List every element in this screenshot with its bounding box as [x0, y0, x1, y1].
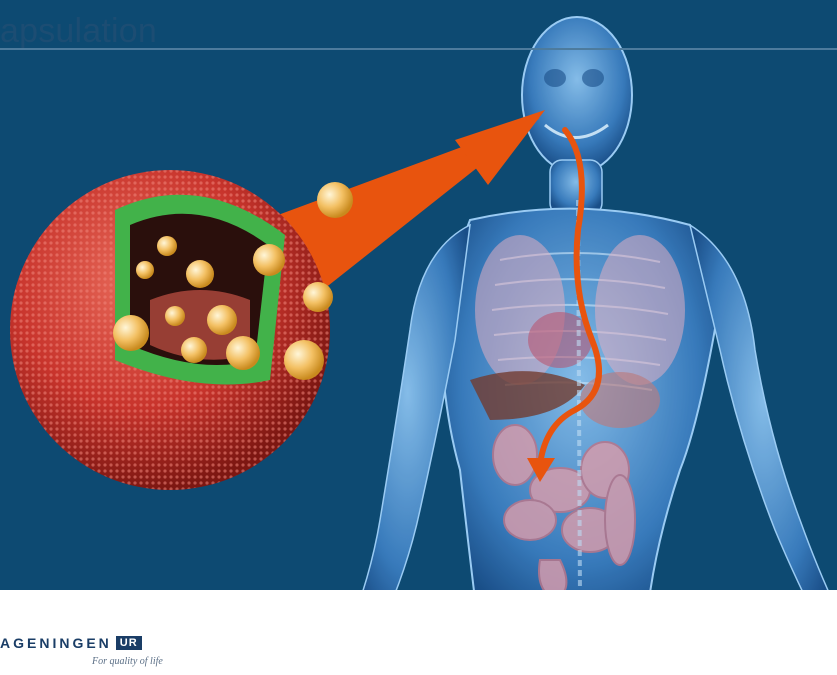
droplet — [113, 315, 149, 351]
droplet — [284, 340, 324, 380]
capsule-sphere — [10, 170, 330, 490]
droplet — [207, 305, 237, 335]
eye-socket-right — [582, 69, 604, 87]
slide-title: apsulation — [0, 12, 157, 51]
droplet — [181, 337, 207, 363]
logo-text: AGENINGEN — [0, 635, 112, 651]
logo-tagline: For quality of life — [92, 656, 163, 667]
lung-right — [595, 235, 685, 385]
droplet — [226, 336, 260, 370]
neck — [550, 160, 602, 215]
droplet — [317, 182, 353, 218]
title-underline — [0, 48, 837, 50]
droplet — [157, 236, 177, 256]
droplet — [253, 244, 285, 276]
droplet — [303, 282, 333, 312]
droplet — [186, 260, 214, 288]
eye-socket-left — [544, 69, 566, 87]
wageningen-logo: AGENINGEN UR — [0, 634, 142, 652]
logo-box: UR — [116, 636, 142, 650]
droplet — [136, 261, 154, 279]
droplet — [165, 306, 185, 326]
